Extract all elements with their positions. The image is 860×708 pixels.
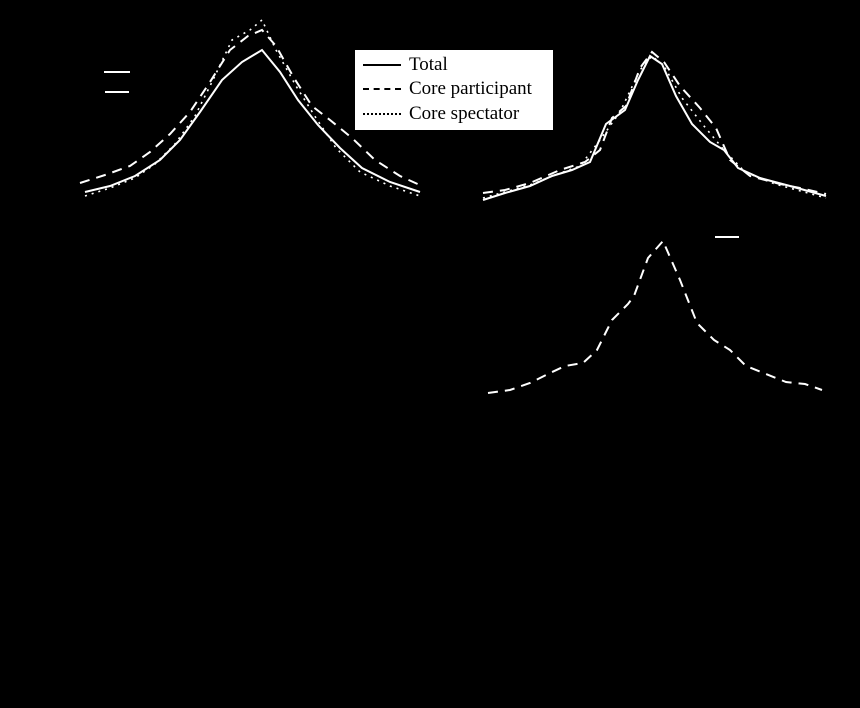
series-line-core-participant bbox=[79, 28, 423, 187]
overbar-mark bbox=[715, 236, 739, 238]
dashed-line-icon bbox=[363, 88, 401, 90]
series-line-core-spectator bbox=[482, 54, 827, 199]
legend-label: Core spectator bbox=[409, 103, 520, 124]
legend-item-total: Total bbox=[355, 53, 555, 77]
overbar-mark bbox=[104, 71, 130, 73]
legend: Total Core participant Core spectator bbox=[354, 49, 554, 131]
overbar-mark bbox=[105, 91, 129, 93]
series-line-core-participant bbox=[487, 239, 823, 394]
legend-label: Core participant bbox=[409, 78, 532, 99]
legend-label: Total bbox=[409, 54, 448, 75]
series-line-total bbox=[84, 48, 421, 193]
series-line-total bbox=[482, 54, 827, 201]
solid-line-icon bbox=[363, 64, 401, 66]
legend-item-core-spectator: Core spectator bbox=[355, 102, 555, 126]
legend-item-core-participant: Core participant bbox=[355, 77, 555, 101]
dotted-line-icon bbox=[363, 113, 401, 115]
series-line-core-participant bbox=[482, 50, 827, 195]
series-line-core-spectator bbox=[84, 18, 421, 197]
